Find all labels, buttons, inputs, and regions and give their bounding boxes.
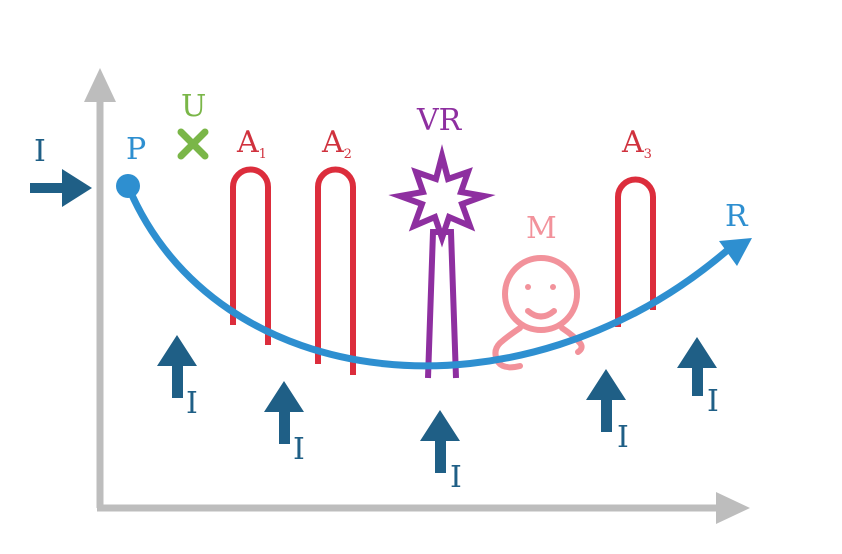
label-i-left: I (34, 134, 46, 169)
x-axis-arrowhead (716, 492, 750, 524)
a2-shape (315, 166, 356, 375)
label-a1: A1 (236, 125, 267, 162)
label-i-3: I (450, 460, 462, 495)
vr-shape (388, 144, 496, 379)
m-right-eye (550, 284, 556, 290)
curve-start-dot (116, 174, 140, 198)
label-i-1: I (186, 386, 198, 421)
m-person (492, 255, 585, 371)
label-a2: A2 (321, 125, 352, 162)
label-a2-letter: A (321, 125, 344, 160)
main-curve (116, 174, 752, 370)
curve-arrowhead (719, 238, 752, 266)
vr-star (388, 144, 496, 248)
label-a2-subscript: 2 (344, 147, 352, 162)
label-a1-subscript: 1 (259, 147, 267, 162)
label-i-2: I (293, 432, 305, 467)
i-arrow-up-1 (157, 335, 197, 398)
a1-shape (230, 166, 271, 345)
axes (84, 68, 750, 524)
i-arrow-up-2 (264, 381, 304, 444)
a3-shape (615, 176, 656, 327)
m-body (492, 325, 585, 371)
label-m: M (526, 211, 557, 246)
label-u: U (181, 89, 206, 124)
i-arrow-up-5 (677, 337, 717, 396)
label-a1-letter: A (236, 125, 259, 160)
label-vr: VR (416, 103, 463, 138)
label-i-5: I (707, 384, 719, 419)
labels: I P U A1 A2 A3 VR M R I I I I I (34, 89, 749, 495)
m-smile (525, 308, 557, 320)
m-head (502, 255, 580, 333)
label-r: R (725, 199, 749, 234)
label-i-4: I (617, 420, 629, 455)
a-shapes (230, 166, 656, 375)
label-a3: A3 (621, 125, 652, 162)
u-cross-icon (177, 128, 209, 160)
label-a3-letter: A (621, 125, 644, 160)
m-left-eye (525, 284, 531, 290)
i-arrows-up (157, 335, 717, 473)
i-arrow-left (30, 169, 92, 207)
curve-line (124, 184, 733, 370)
vr-post (425, 229, 459, 379)
i-arrow-up-4 (586, 369, 626, 432)
label-a3-subscript: 3 (644, 147, 652, 162)
i-arrow-up-3 (420, 410, 460, 473)
label-p: P (126, 132, 146, 167)
y-axis-arrowhead (84, 68, 116, 102)
